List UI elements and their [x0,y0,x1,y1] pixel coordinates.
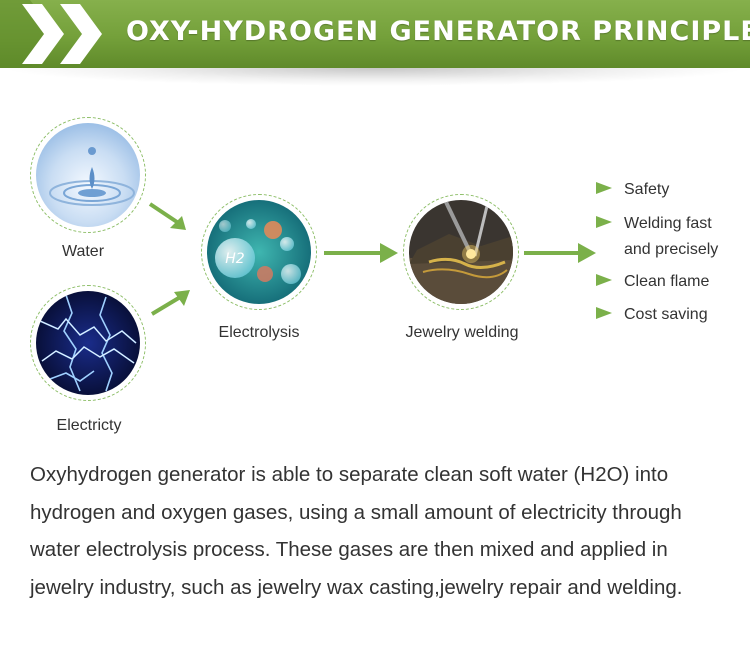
triangle-bullet-icon [596,274,612,286]
lightning-icon [36,291,140,395]
welding-torch-icon [409,200,513,304]
h2-badge: H2 [225,251,245,267]
arrow-icon [324,243,398,263]
arrow-icon [148,202,186,230]
electricity-label: Electricty [56,417,122,434]
triangle-bullet-icon [596,307,612,319]
triangle-bullet-icon [596,182,612,194]
electricity-node [30,285,146,401]
header-banner: OXY-HYDROGEN GENERATOR PRINCIPLE [0,0,750,68]
water-node [30,117,146,233]
electrolysis-label: Electrolysis [218,324,300,341]
water-label: Water [61,243,105,260]
welding-label: Jewelry welding [405,324,519,341]
chevron-decoration-icon [0,0,102,68]
molecule-icon: H2 [207,200,311,304]
welding-node [403,194,519,310]
water-drop-icon [36,123,140,227]
electrolysis-node: H2 [201,194,317,310]
banner-shadow [0,68,750,86]
arrow-icon [524,243,596,263]
page-title: OXY-HYDROGEN GENERATOR PRINCIPLE [126,16,750,47]
description-paragraph: Oxyhydrogen generator is able to separat… [30,463,683,599]
triangle-bullet-icon [596,216,612,228]
arrow-icon [150,290,190,316]
